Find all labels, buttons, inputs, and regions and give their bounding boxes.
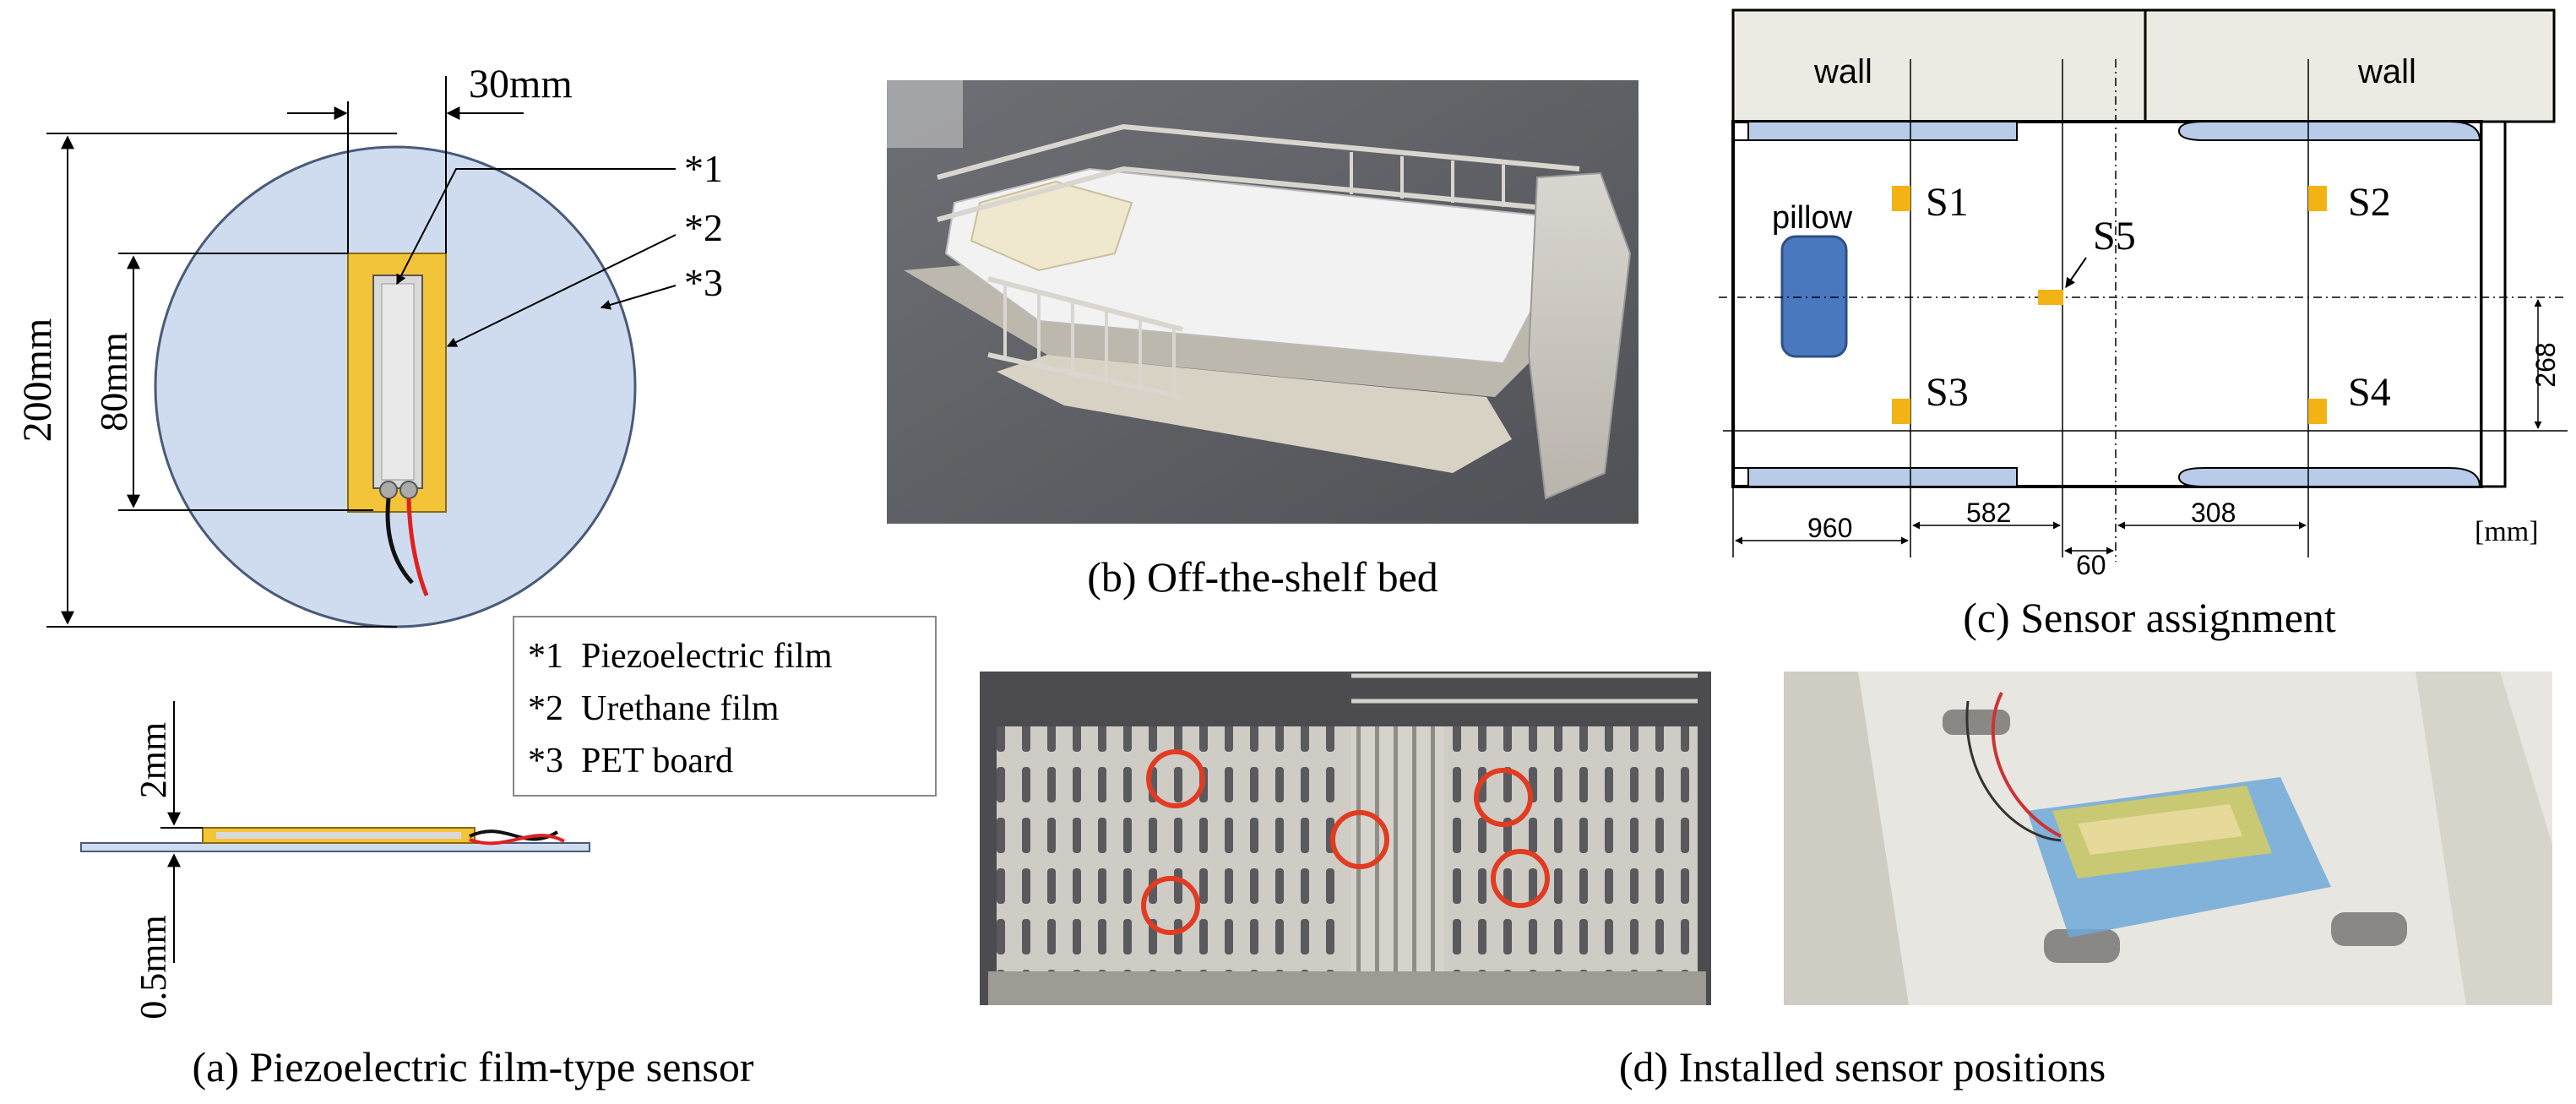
dim-2mm-label: 2mm bbox=[133, 722, 174, 798]
sensor-circle bbox=[1141, 876, 1200, 935]
sensor-s4-label: S4 bbox=[2348, 370, 2391, 415]
dim-308: 308 bbox=[2191, 498, 2236, 528]
terminal-icon bbox=[379, 481, 398, 499]
callout-2: *2 bbox=[684, 206, 723, 249]
sensor-s4-marker bbox=[2308, 399, 2327, 424]
wall-left bbox=[1731, 8, 2147, 123]
sensor-s2-marker bbox=[2308, 186, 2327, 211]
bed-frame-photo bbox=[980, 672, 1711, 1005]
unit-label: [mm] bbox=[2475, 516, 2539, 547]
dim-200mm-label: 200mm bbox=[15, 318, 60, 443]
sensor-s1-label: S1 bbox=[1926, 180, 1969, 225]
dim-80mm-label: 80mm bbox=[92, 332, 135, 432]
panel-d-installed-positions: (d) Installed sensor positions bbox=[980, 672, 2552, 1090]
dim-30mm-label: 30mm bbox=[469, 62, 573, 106]
sensor-circle bbox=[1474, 768, 1533, 827]
rail-top-left bbox=[1747, 121, 2018, 141]
sensor-circle bbox=[1491, 849, 1550, 908]
pillow-shape bbox=[1780, 235, 1848, 358]
wall-left-label: wall bbox=[1813, 53, 1872, 90]
rail-top-right bbox=[2177, 121, 2481, 141]
sensor-s5-label: S5 bbox=[2093, 214, 2136, 258]
wire-red bbox=[406, 498, 429, 596]
legend-box bbox=[513, 616, 937, 797]
sensor-s3-marker bbox=[1892, 399, 1910, 424]
sensor-s1-marker bbox=[1892, 186, 1910, 211]
dim-0-5mm-label: 0.5mm bbox=[133, 915, 174, 1019]
sensor-side-view: 2mm 0.5mm bbox=[80, 701, 590, 1020]
panel-a-sensor-drawing: 30mm 200mm 80mm *1 *2 *3 *1 Piezoelectri… bbox=[15, 62, 937, 1090]
sensor-s3-label: S3 bbox=[1926, 370, 1969, 415]
rail-bottom-right bbox=[2177, 467, 2481, 487]
pillow-label: pillow bbox=[1772, 200, 1853, 236]
panel-b-bed-photo: (b) Off-the-shelf bed bbox=[887, 80, 1639, 601]
sensor-s5-marker bbox=[2038, 290, 2063, 305]
footboard bbox=[2480, 120, 2507, 488]
sensor-circle bbox=[1330, 810, 1389, 869]
panel-c-sensor-assignment: wall wall pillow S1 S2 S3 S4 bbox=[1719, 8, 2568, 641]
caption-c: (c) Sensor assignment bbox=[1963, 594, 2336, 641]
sensor-closeup-photo bbox=[1784, 672, 2552, 1005]
wire-black bbox=[385, 498, 414, 585]
callout-3: *3 bbox=[684, 261, 723, 304]
caption-b: (b) Off-the-shelf bed bbox=[1087, 553, 1438, 601]
dim-582: 582 bbox=[1966, 498, 2011, 528]
sensor-circle bbox=[1146, 749, 1205, 808]
terminal-icon bbox=[399, 481, 418, 499]
sensor-s2-label: S2 bbox=[2348, 180, 2391, 225]
wall-right bbox=[2144, 8, 2556, 123]
caption-d: (d) Installed sensor positions bbox=[1619, 1043, 2106, 1090]
callout-1: *1 bbox=[684, 147, 723, 190]
caption-a: (a) Piezoelectric film-type sensor bbox=[193, 1043, 754, 1090]
dim-960: 960 bbox=[1807, 513, 1852, 543]
legend-item-2: *2 Urethane film bbox=[528, 689, 780, 728]
bed-outline bbox=[1731, 120, 2483, 488]
legend-item-3: *3 PET board bbox=[528, 742, 733, 780]
wall-right-label: wall bbox=[2357, 53, 2416, 90]
dim-268: 268 bbox=[2530, 342, 2561, 387]
dim-60: 60 bbox=[2076, 550, 2106, 580]
rail-bottom-left bbox=[1747, 467, 2018, 487]
legend-item-1: *1 Piezoelectric film bbox=[528, 637, 833, 676]
